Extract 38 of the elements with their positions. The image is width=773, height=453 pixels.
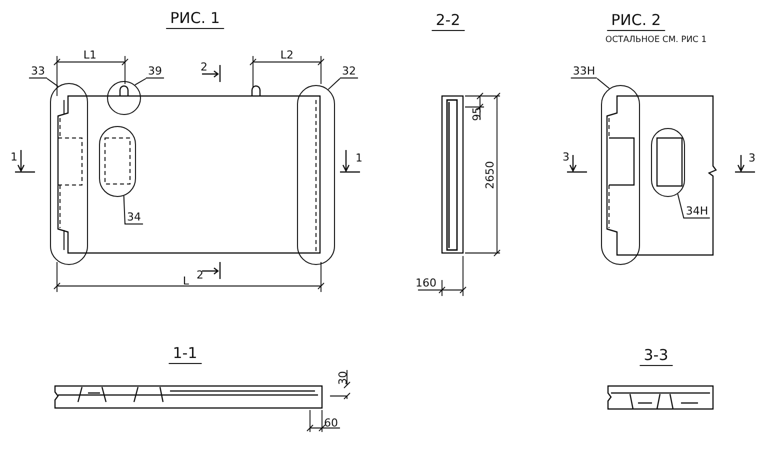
- section-number: 3: [562, 152, 570, 162]
- dimension-label: L1: [83, 50, 97, 60]
- dimension-label: 60: [324, 418, 338, 428]
- detail-outline: [297, 85, 335, 265]
- section-number: 2: [200, 62, 208, 72]
- section-title: 2-2: [432, 13, 464, 31]
- detail-outline: [601, 85, 640, 265]
- detail-outline: [99, 126, 136, 197]
- leader-line: [46, 78, 59, 87]
- section-number: 3: [748, 152, 756, 164]
- section-number: 2: [196, 270, 204, 280]
- leader-line: [596, 78, 610, 90]
- leader-line: [677, 193, 684, 219]
- callout-number: 33Н: [570, 66, 598, 78]
- figure-title: РИС. 2: [607, 13, 665, 31]
- dimension-label: L: [182, 276, 190, 286]
- dimension-label: 2650: [484, 161, 496, 189]
- leader-line: [123, 195, 126, 225]
- note-text: ОСТАЛЬНОЕ СМ. РИС 1: [605, 36, 707, 44]
- callout-number: 32: [340, 66, 358, 78]
- dimension-label: L2: [280, 50, 294, 60]
- detail-outline: [107, 81, 141, 115]
- dimension-label: 160: [416, 278, 436, 288]
- section-title: 1-1: [168, 346, 202, 364]
- dimension-label: 95: [472, 107, 482, 121]
- callout-number: 34: [125, 212, 143, 224]
- callout-number: 33: [29, 66, 47, 78]
- leader-line: [328, 78, 340, 90]
- callout-number: 34Н: [684, 206, 710, 218]
- detail-outline: [651, 128, 685, 197]
- leader-line: [134, 78, 146, 86]
- callout-number: 39: [146, 66, 164, 78]
- detail-outline: [50, 83, 88, 265]
- figure-title: РИС. 1: [166, 11, 224, 29]
- section-number: 1: [10, 152, 18, 162]
- dimension-label: 30: [338, 371, 348, 385]
- section-title: 3-3: [640, 348, 672, 366]
- section-number: 1: [356, 152, 362, 164]
